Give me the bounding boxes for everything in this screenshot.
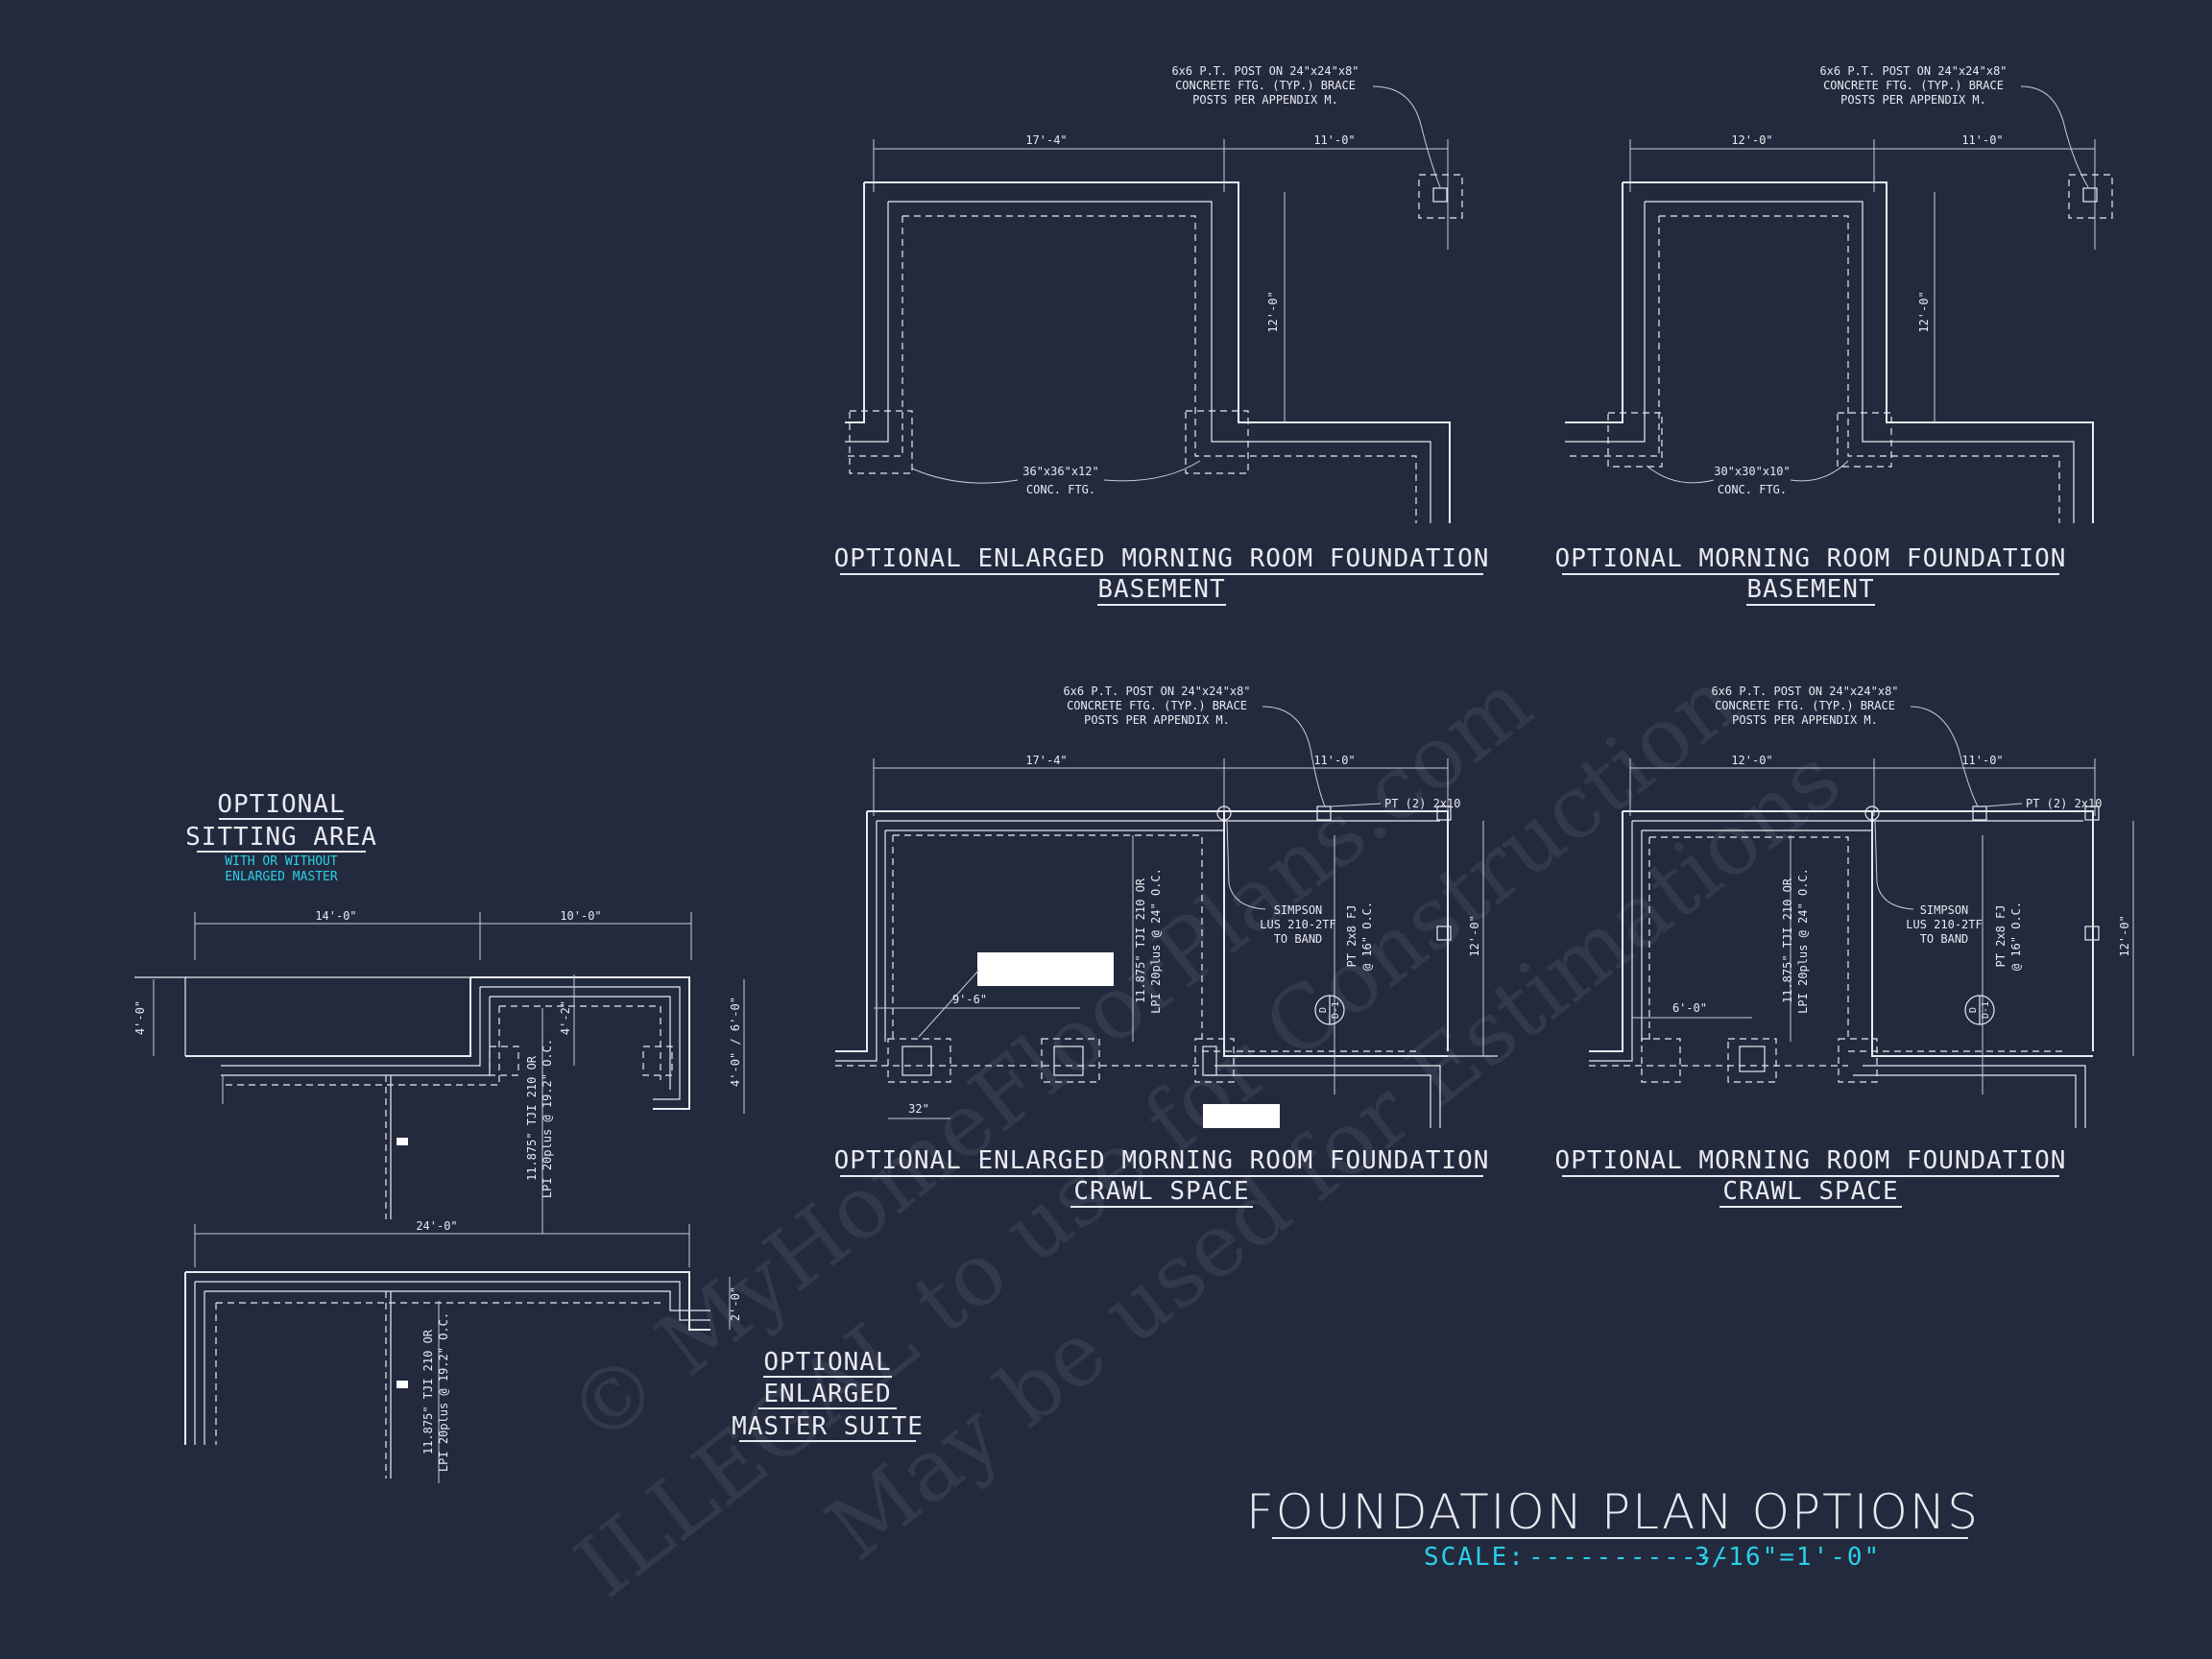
dim-depth: 12'-0" [1468, 915, 1481, 956]
pt-note: PT (2) 2x10 [1384, 797, 1460, 810]
pt-note: PT (2) 2x10 [2026, 797, 2102, 810]
plan-enlarged-crawl: 17'-4" 11'-0" 9'-6" 32" [834, 685, 1498, 1208]
post-note-1: 6x6 P.T. POST ON 24"x24"x8" [1171, 64, 1358, 78]
dim-inner: 6'-0" [1672, 1001, 1707, 1015]
joist-note-1: 11.875" TJI 210 OR [1134, 878, 1147, 1003]
dim-left: 14'-0" [315, 909, 356, 923]
pt-joist-note-2: @ 16" O.C. [2009, 902, 2023, 971]
plan-title-line-1: OPTIONAL MORNING ROOM FOUNDATION [1555, 544, 2067, 573]
dim-right: 11'-0" [1313, 133, 1355, 147]
post-note-2: CONCRETE FTG. (TYP.) BRACE [1175, 79, 1356, 92]
section-tag-bottom: D-1 [1331, 1001, 1341, 1019]
plan-title-line-2: SITTING AREA [185, 823, 377, 852]
plan-title-line-1: OPTIONAL ENLARGED MORNING ROOM FOUNDATIO… [834, 1146, 1490, 1175]
joist-note-1: 11.875" TJI 210 OR [525, 1055, 539, 1181]
dim-depth: 12'-0" [1917, 291, 1931, 332]
post-note-3: POSTS PER APPENDIX M. [1840, 93, 1986, 107]
plan-enlarged-basement: 17'-4" 11'-0" 12'-0" 6x6 P.T. POST ON 24… [834, 64, 1490, 606]
plan-title-line-1: OPTIONAL [763, 1348, 891, 1377]
simpson-note-2: LUS 210-2TF [1906, 918, 1982, 931]
plan-crawl: 12'-0" 11'-0" 6'-0" 11.875" TJI 210 OR L… [1555, 685, 2134, 1208]
plan-subtitle-line-2: ENLARGED MASTER [225, 870, 338, 884]
ftg-note-2: CONC. FTG. [1718, 483, 1787, 496]
joist-note-2: LPI 20plus @ 24" O.C. [1149, 868, 1163, 1014]
white-label-box [1203, 1104, 1280, 1128]
post-note-2: CONCRETE FTG. (TYP.) BRACE [1067, 699, 1247, 712]
ftg-note-1: 36"x36"x12" [1022, 465, 1098, 478]
joist-note-2: LPI 20plus @ 19.2" O.C. [437, 1312, 450, 1472]
plan-basement: 12'-0" 11'-0" 12'-0" 6x6 P.T. POST ON 24… [1555, 64, 2113, 606]
pt-joist-note-1: PT 2x8 FJ [1345, 904, 1358, 967]
dim-right: 11'-0" [1313, 754, 1355, 767]
plan-title-line-2: CRAWL SPACE [1722, 1177, 1898, 1206]
simpson-note-1: SIMPSON [1274, 903, 1323, 917]
simpson-note-2: LUS 210-2TF [1260, 918, 1335, 931]
dim-small: 32" [908, 1102, 929, 1116]
plan-title-line-2: BASEMENT [1097, 575, 1225, 604]
plan-title-line-1: OPTIONAL [217, 790, 345, 819]
plan-subtitle-line-1: WITH OR WITHOUT [225, 854, 338, 869]
dim-inner: 4'-2" [559, 1000, 572, 1035]
simpson-note-1: SIMPSON [1920, 903, 1969, 917]
post-note-1: 6x6 P.T. POST ON 24"x24"x8" [1063, 685, 1250, 698]
plan-title-line-2: BASEMENT [1746, 575, 1874, 604]
plan-title-line-2: ENLARGED [763, 1380, 891, 1408]
plan-title-line-1: OPTIONAL MORNING ROOM FOUNDATION [1555, 1146, 2067, 1175]
joist-note-2: LPI 20plus @ 19.2" O.C. [541, 1039, 554, 1198]
joist-note-1: 11.875" TJI 210 OR [1781, 878, 1794, 1003]
post-note-3: POSTS PER APPENDIX M. [1192, 93, 1338, 107]
joist-note-2: LPI 20plus @ 24" O.C. [1796, 868, 1810, 1014]
pt-joist-note-2: @ 16" O.C. [1360, 902, 1374, 971]
dim-left: 12'-0" [1731, 754, 1772, 767]
section-tag-top: D [1968, 1007, 1979, 1013]
dim-top: 24'-0" [416, 1219, 457, 1233]
dim-depth: 12'-0" [2118, 915, 2131, 956]
simpson-note-3: TO BAND [1920, 932, 1969, 946]
section-tag-bottom: D-1 [1981, 1001, 1991, 1019]
scale-label: SCALE: [1424, 1543, 1526, 1572]
plan-title-line-3: MASTER SUITE [732, 1412, 924, 1441]
dim-left: 17'-4" [1025, 133, 1067, 147]
post-note-2: CONCRETE FTG. (TYP.) BRACE [1823, 79, 2004, 92]
post-note-2: CONCRETE FTG. (TYP.) BRACE [1715, 699, 1895, 712]
white-label-box [977, 952, 1114, 986]
dim-left: 17'-4" [1025, 754, 1067, 767]
scale-dashes: ------------ [1528, 1543, 1732, 1572]
dim-right: 11'-0" [1961, 754, 2003, 767]
sheet-title: FOUNDATION PLAN OPTIONS [1246, 1484, 1980, 1540]
dim-side: 2'-0" [729, 1286, 742, 1321]
dim-right: 11'-0" [1961, 133, 2003, 147]
watermark-line-2: ILLEGAL to use for Construction [558, 650, 1756, 1617]
dim-left: 12'-0" [1731, 133, 1772, 147]
plan-title-line-2: CRAWL SPACE [1073, 1177, 1249, 1206]
dim-inner: 9'-6" [952, 993, 987, 1006]
ftg-note-2: CONC. FTG. [1026, 483, 1095, 496]
dim-right: 10'-0" [560, 909, 601, 923]
section-tag-top: D [1318, 1007, 1329, 1013]
dim-depth: 12'-0" [1266, 291, 1280, 332]
pt-joist-note-1: PT 2x8 FJ [1994, 904, 2008, 967]
joist-note-1: 11.875" TJI 210 OR [421, 1329, 435, 1455]
scale-value: 3/16"=1'-0" [1695, 1543, 1881, 1572]
post-note-1: 6x6 P.T. POST ON 24"x24"x8" [1819, 64, 2007, 78]
post-note-3: POSTS PER APPENDIX M. [1084, 713, 1230, 727]
ftg-note-1: 30"x30"x10" [1714, 465, 1790, 478]
post-note-3: POSTS PER APPENDIX M. [1732, 713, 1878, 727]
plan-title-line-1: OPTIONAL ENLARGED MORNING ROOM FOUNDATIO… [834, 544, 1490, 573]
plan-sitting-area: OPTIONAL SITTING AREA WITH OR WITHOUT EN… [133, 790, 745, 1234]
dim-side-right: 4'-0" / 6'-0" [729, 997, 742, 1087]
simpson-note-3: TO BAND [1274, 932, 1323, 946]
plan-master-suite: 24'-0" 2'-0" 11.875" TJI 210 OR LPI 20pl… [184, 1219, 924, 1483]
sheet-title-block: FOUNDATION PLAN OPTIONS SCALE: ---------… [1246, 1484, 1980, 1572]
post-note-1: 6x6 P.T. POST ON 24"x24"x8" [1711, 685, 1898, 698]
dim-side-left: 4'-0" [133, 1000, 147, 1035]
